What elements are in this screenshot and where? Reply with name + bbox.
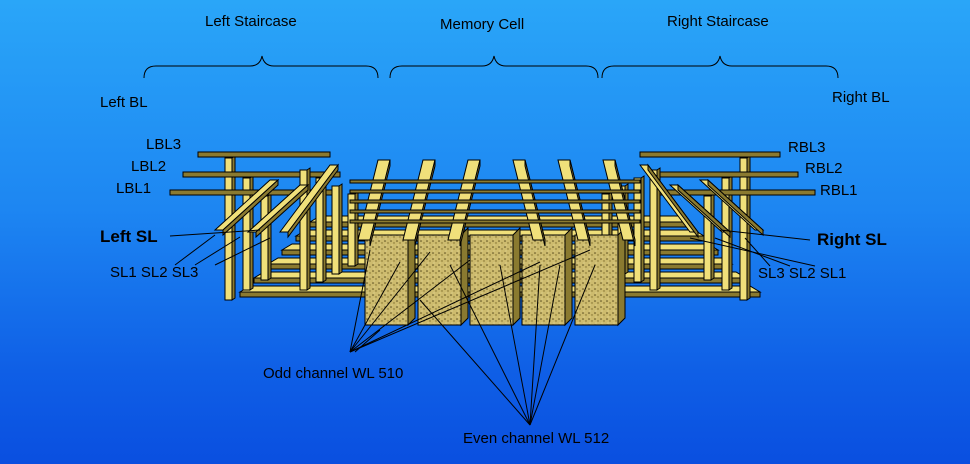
lsl-leader-0 <box>174 234 216 266</box>
rpost-2 <box>703 195 712 281</box>
lsl-2-side <box>255 183 309 239</box>
label-odd-channel-wl: Odd channel WL 510 <box>263 365 404 382</box>
odd-leader-5 <box>349 249 591 353</box>
wl-block-side-0 <box>407 226 416 327</box>
lbl-bar-1-side <box>182 171 341 178</box>
even-leader-1 <box>449 264 531 426</box>
odd-leader-0 <box>349 249 371 353</box>
even-leader-4 <box>529 264 561 426</box>
rpost-0-side <box>746 155 751 301</box>
wl-block-3 <box>521 234 566 326</box>
left-sl-leader <box>169 229 261 237</box>
even-leader-3 <box>529 264 541 426</box>
wl-block-2 <box>469 234 514 326</box>
brace-right-staircase <box>601 55 839 79</box>
cross-bar-4-side <box>349 219 641 224</box>
lpost2-1-side <box>322 175 327 283</box>
lpost2-2 <box>331 185 340 275</box>
rpost-2-side <box>710 193 715 281</box>
wl-block-0 <box>364 234 409 326</box>
label-left-sl: Left SL <box>100 227 158 246</box>
rsl-2-side <box>677 183 731 239</box>
cross-bar-0-side <box>349 179 641 184</box>
brace-memory-cell <box>389 55 599 79</box>
right-sl-leader <box>719 229 811 241</box>
even-leader-2 <box>499 264 531 426</box>
lpost-2-side <box>267 193 272 281</box>
odd-leader-4 <box>349 261 541 353</box>
label-rbl3: RBL3 <box>788 139 826 156</box>
wl-block-4 <box>574 234 619 326</box>
wl-block-side-1 <box>460 226 469 327</box>
cross-bar-2-side <box>349 199 641 204</box>
brace-left-staircase <box>143 55 379 79</box>
lpost-2 <box>260 195 269 281</box>
lsl-leader-2 <box>214 237 271 266</box>
even-leader-5 <box>529 264 596 426</box>
lsl-leader-1 <box>194 236 241 266</box>
label-left-sl-lines: SL1 SL2 SL3 <box>110 264 199 281</box>
rsl-leader-2 <box>689 237 816 267</box>
lsl-1-side <box>222 178 279 237</box>
rpost2-1-side <box>640 175 645 283</box>
rsl-1-side <box>647 163 699 239</box>
label-right-bl: Right BL <box>832 89 890 106</box>
label-memory-cell: Memory Cell <box>440 16 525 33</box>
lbl-bar-0-side <box>197 151 331 158</box>
label-lbl3: LBL3 <box>146 136 182 153</box>
odd-leader-3 <box>349 259 471 353</box>
label-lbl2: LBL2 <box>131 158 167 175</box>
odd-leader-2 <box>349 251 431 353</box>
lpost2-2-side <box>338 183 343 275</box>
label-rbl1: RBL1 <box>820 182 858 199</box>
rpost2-1 <box>633 177 642 283</box>
label-left-staircase: Left Staircase <box>205 13 297 30</box>
wl-block-side-4 <box>617 226 626 327</box>
label-right-sl: Right SL <box>817 230 887 249</box>
lpost-0-side <box>231 155 236 301</box>
left-staircase-structure <box>169 151 359 301</box>
label-left-bl: Left BL <box>100 94 148 111</box>
label-right-staircase: Right Staircase <box>667 13 769 30</box>
odd-leader-1 <box>349 261 401 353</box>
label-right-sl-lines: SL3 SL2 SL1 <box>758 265 847 282</box>
cross-bar-3-side <box>349 209 641 214</box>
odd-leader-6 <box>354 329 381 353</box>
lpost2-3 <box>347 193 356 267</box>
rpost2-0 <box>649 169 658 291</box>
rpost-0 <box>739 157 748 301</box>
rbl-bar-0-side <box>639 151 781 158</box>
memory-cell-wordlines <box>349 159 641 327</box>
label-lbl1: LBL1 <box>116 180 152 197</box>
lsl-3-side <box>287 163 339 239</box>
wl-block-1 <box>417 234 462 326</box>
wl-block-side-3 <box>564 226 573 327</box>
even-leader-0 <box>419 299 531 426</box>
cross-bar-1-side <box>349 189 641 194</box>
label-rbl2: RBL2 <box>805 160 843 177</box>
rbl-bar-1-side <box>649 171 799 178</box>
rpost2-0-side <box>656 167 661 291</box>
leader-lines <box>169 229 816 426</box>
wl-block-side-2 <box>512 226 521 327</box>
rsl-leader-0 <box>744 237 771 267</box>
label-even-channel-wl: Even channel WL 512 <box>463 430 610 447</box>
